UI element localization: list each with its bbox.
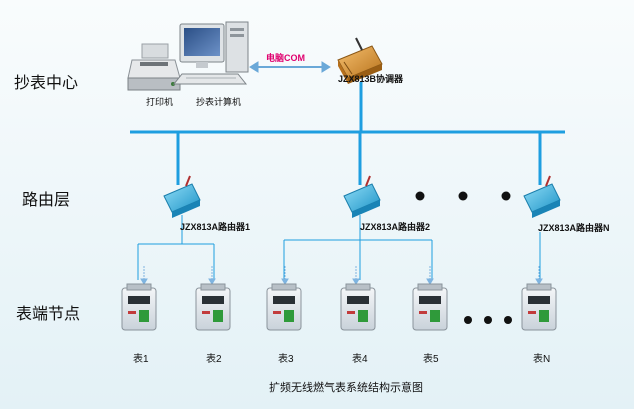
meter-label-2: 表2 — [206, 354, 222, 365]
gas-meter-icon-5 — [412, 283, 448, 331]
meter-ellipsis-dots — [464, 316, 512, 324]
gas-meter-icon-2 — [195, 283, 231, 331]
router-device-icon-n — [523, 175, 561, 218]
coordinator-label: JZX813B协调器 — [338, 74, 404, 84]
com-label: 电脑COM — [266, 53, 305, 63]
gas-meter-icon-3 — [266, 283, 302, 331]
coordinator-device-icon — [337, 37, 383, 84]
layer-label-center: 抄表中心 — [14, 75, 79, 92]
router-ellipsis-dots — [415, 191, 511, 201]
gas-meter-icon-4 — [340, 283, 376, 331]
meter-label-4: 表4 — [352, 354, 368, 365]
router-meter-links — [137, 215, 541, 280]
layer-label-meter: 表端节点 — [16, 306, 81, 323]
layer-label-router: 路由层 — [22, 192, 71, 209]
diagram-caption: 扩频无线燃气表系统结构示意图 — [269, 382, 423, 394]
router-label-n: JZX813A路由器N — [538, 223, 610, 233]
computer-label: 抄表计算机 — [196, 97, 242, 107]
computer-icon — [172, 21, 249, 85]
router-device-icon-1 — [163, 175, 201, 218]
router-label-1: JZX813A路由器1 — [180, 222, 251, 232]
com-link-arrow — [249, 61, 331, 73]
gas-meter-icon-1 — [121, 283, 157, 331]
router-label-2: JZX813A路由器2 — [360, 222, 431, 232]
network-bus — [130, 82, 565, 185]
gas-meter-icon-n — [521, 283, 557, 331]
router-device-icon-2 — [343, 175, 381, 218]
meter-label-1: 表1 — [133, 354, 149, 365]
signal-arrows — [140, 266, 543, 285]
printer-icon — [127, 43, 181, 91]
meter-label-n: 表N — [533, 354, 551, 365]
meter-label-3: 表3 — [278, 354, 294, 365]
printer-label: 打印机 — [146, 97, 174, 107]
meter-label-5: 表5 — [423, 354, 439, 365]
